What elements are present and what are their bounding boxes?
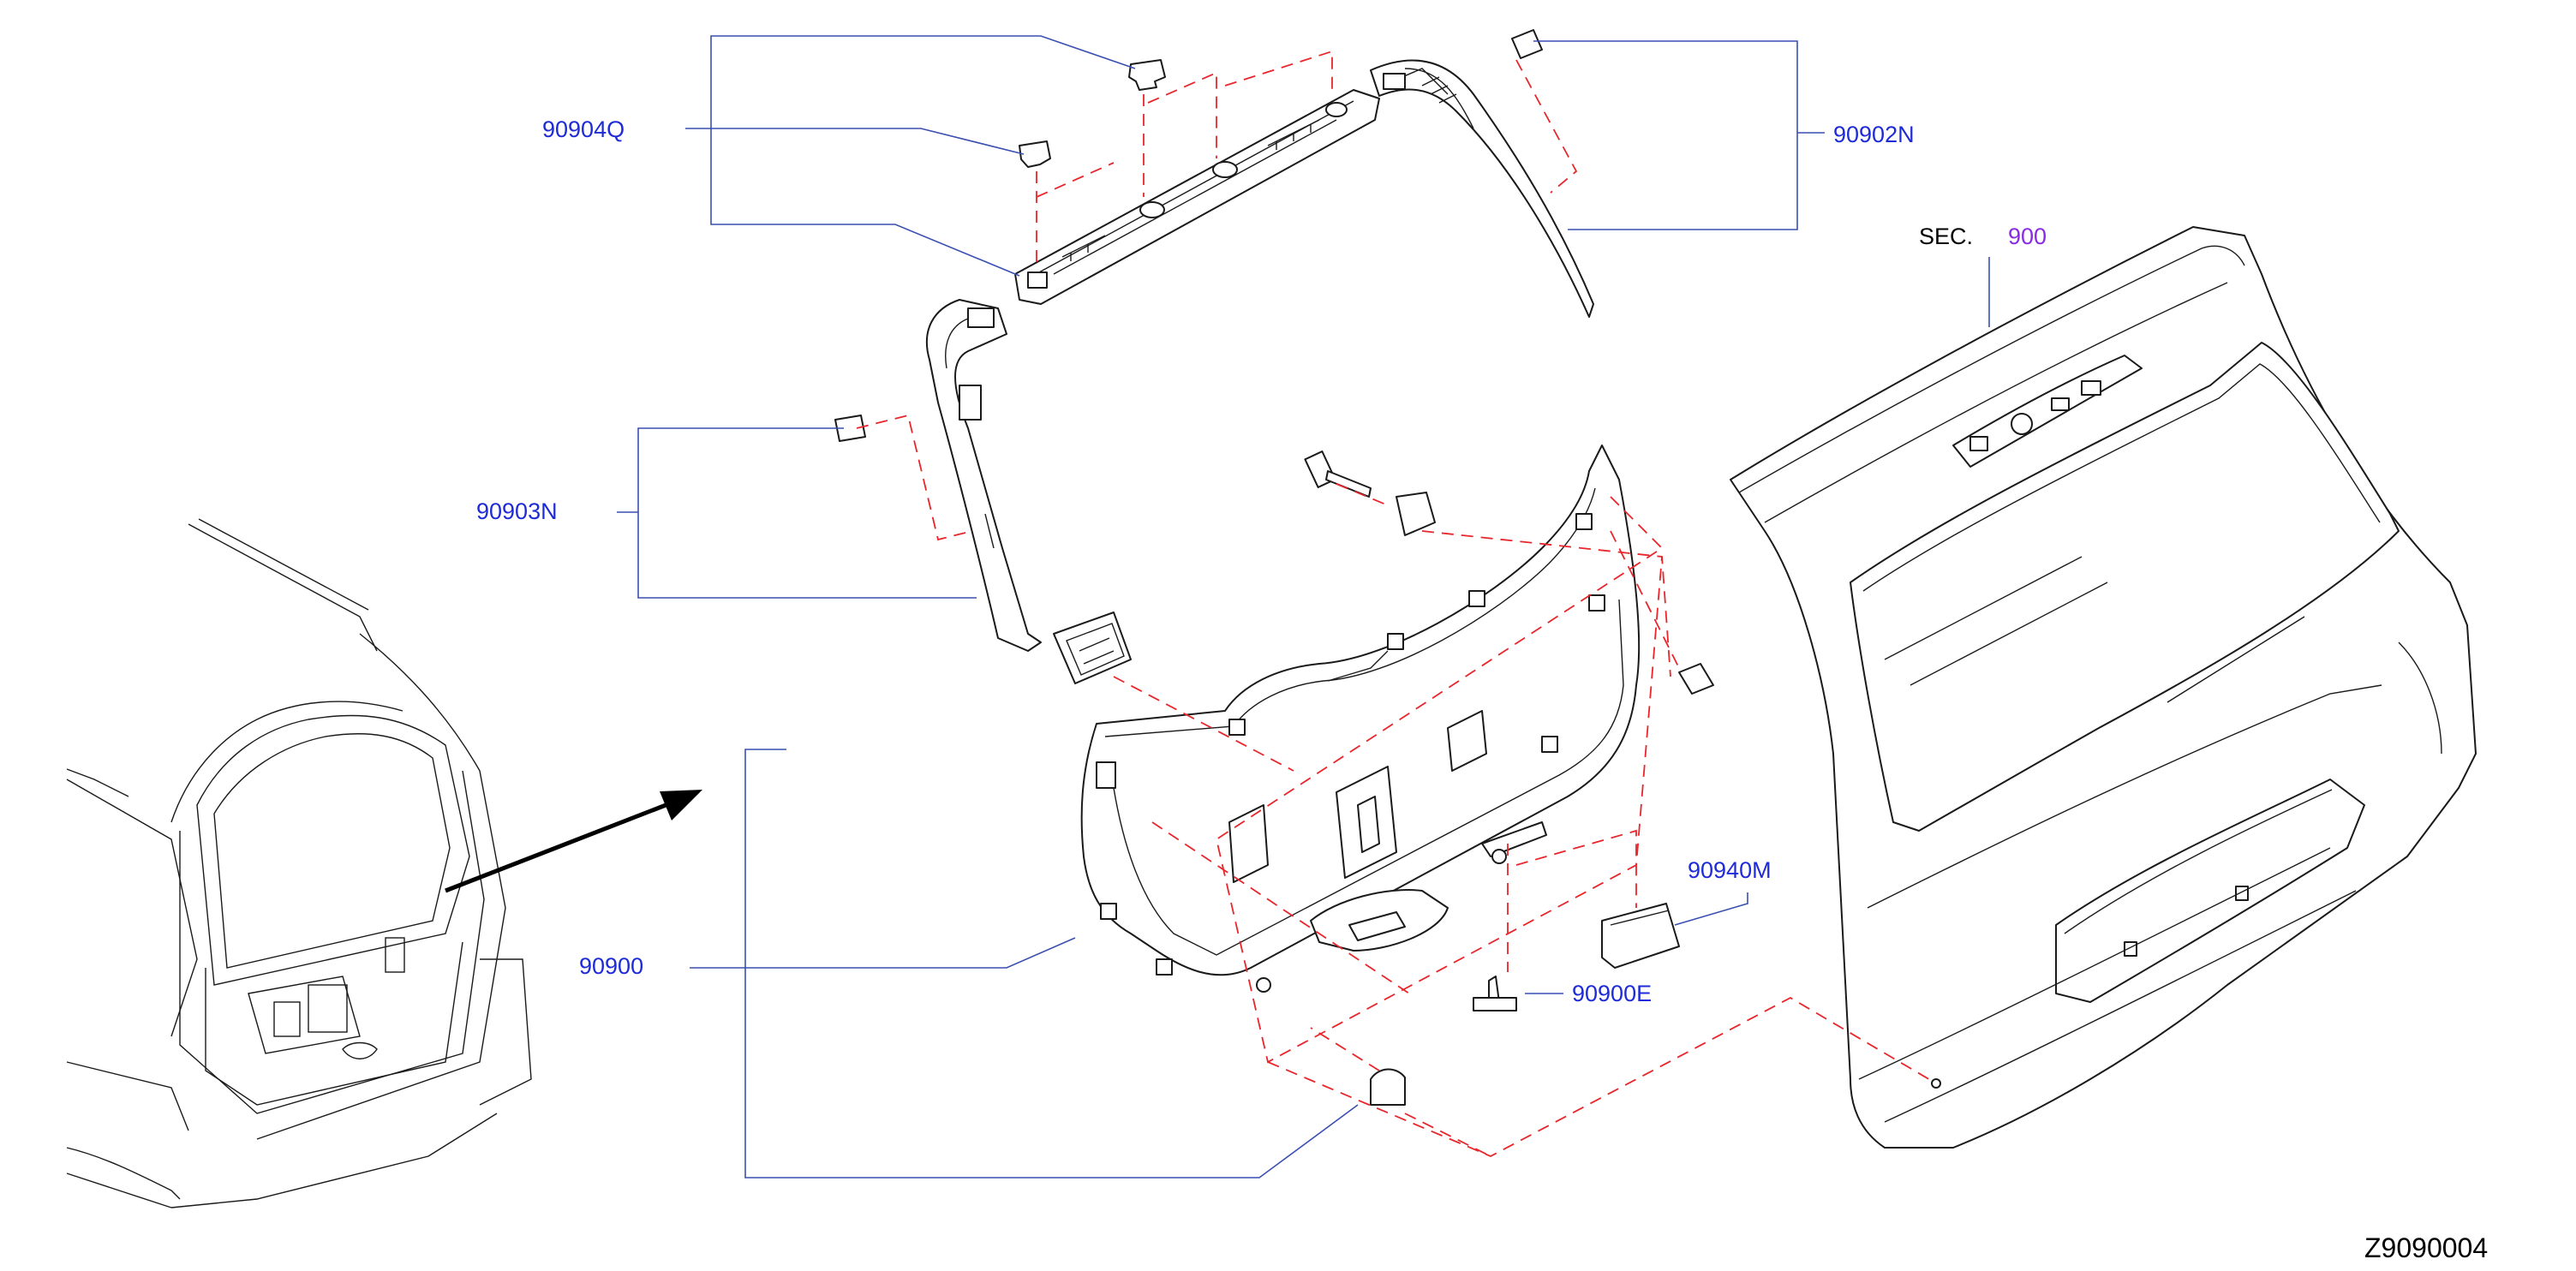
- dash-line: [1151, 821, 1410, 994]
- dash-line: [1215, 496, 1664, 1064]
- label-90900E: 90900E: [1572, 981, 1652, 1006]
- clip-parts: [834, 29, 1543, 442]
- label-90904Q: 90904Q: [542, 116, 625, 142]
- dash-line: [1224, 50, 1333, 94]
- dash-line: [1336, 483, 1389, 506]
- dash-line: [1036, 162, 1115, 198]
- leader-90940M: [1674, 892, 1748, 926]
- section-prefix: SEC.: [1919, 224, 1973, 249]
- dash-line: [1310, 1027, 1380, 1071]
- leader-90904Q-bracket: [710, 35, 1136, 277]
- dash-line: [1147, 71, 1217, 158]
- dash-line: [856, 414, 973, 541]
- leader-90900-clip: [744, 749, 1359, 1179]
- vehicle-overview: [66, 518, 532, 1208]
- back-door-finisher: [1080, 445, 1641, 993]
- diagram-code: Z9090004: [2364, 1232, 2488, 1263]
- right-pillar-trim: [1370, 59, 1594, 318]
- direction-arrow-line: [445, 798, 678, 893]
- label-90900: 90900: [579, 953, 643, 979]
- label-90903N: 90903N: [476, 498, 558, 524]
- dash-line: [1267, 996, 1933, 1157]
- back-door-panel: [1730, 226, 2477, 1149]
- leader-90904Q: [685, 128, 1025, 155]
- left-pillar-trim: [925, 299, 1042, 652]
- luggage-lamp: [1601, 903, 1680, 969]
- label-90902N: 90902N: [1833, 122, 1915, 147]
- assembly-dashed-lines: [856, 50, 1933, 1157]
- dash-line: [1515, 59, 1578, 194]
- leader-90902N: [1533, 40, 1825, 230]
- direction-arrow-head: [660, 790, 702, 820]
- leader-lines: [617, 35, 1990, 1179]
- upper-trim-bar: [1014, 89, 1380, 305]
- section-number-link[interactable]: 900: [2008, 224, 2047, 249]
- dash-line: [1610, 530, 1680, 669]
- dash-line: [1113, 676, 1294, 772]
- leader-90903N: [617, 427, 977, 599]
- dash-line: [1515, 829, 1637, 908]
- leader-90900: [690, 937, 1076, 969]
- dash-line: [1404, 1113, 1491, 1157]
- label-90940M: 90940M: [1688, 857, 1772, 883]
- bolt-hardware: [1304, 451, 1714, 1106]
- access-cover: [1053, 612, 1132, 684]
